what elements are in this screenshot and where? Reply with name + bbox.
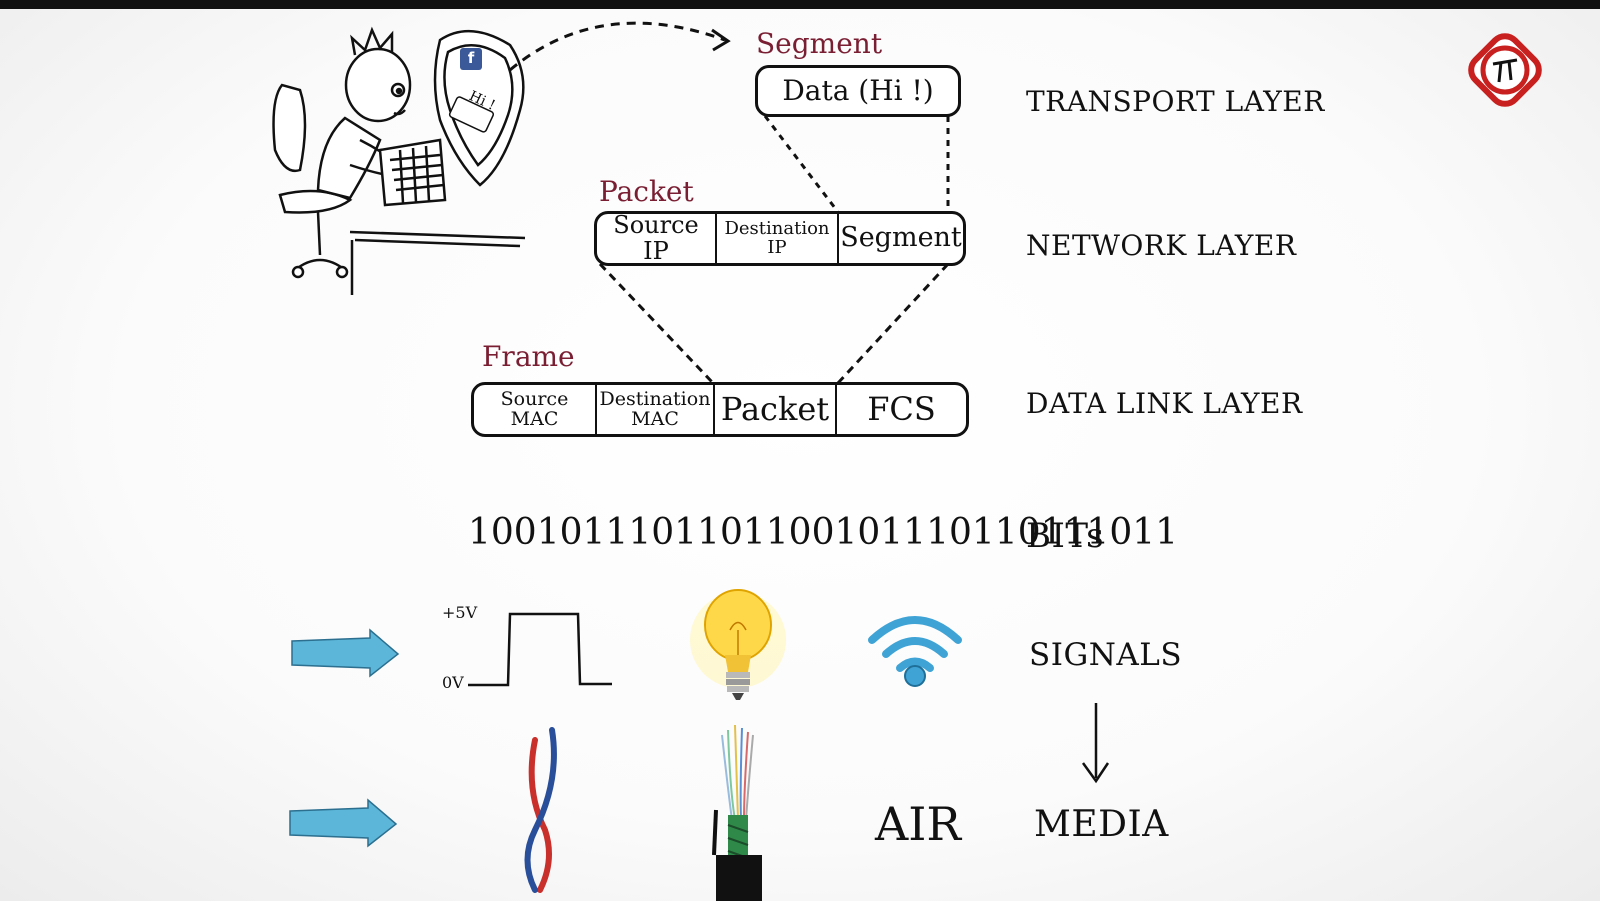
square-wave-signal [468, 612, 612, 687]
frame-packet-field: Packet [715, 385, 837, 434]
frame-source-mac-field: Source MAC [474, 385, 597, 434]
hi-message-bubble [448, 96, 495, 133]
send-arc-arrow [509, 21, 726, 72]
light-bulb-icon [690, 589, 786, 700]
packet-box: Source IP Destination IP Segment [594, 211, 966, 266]
person-at-computer-illustration [272, 26, 526, 295]
signals-to-media-arrowhead [1081, 762, 1110, 784]
wave-high-label: +5V [442, 603, 478, 622]
frame-fcs-field: FCS [867, 389, 936, 428]
wave-low-label: 0V [442, 673, 464, 692]
bit-string: 1001011101101100101110110111011 [468, 512, 1179, 553]
segment-data-field: Data (Hi !) [782, 74, 934, 108]
layer-transport: TRANSPORT LAYER [1026, 85, 1325, 118]
layer-signals: SIGNALS [1029, 637, 1183, 673]
fiber-optic-cable-image [712, 724, 762, 901]
segment-box: Data (Hi !) [755, 65, 961, 117]
layer-datalink: DATA LINK LAYER [1026, 387, 1303, 420]
wifi-icon [868, 616, 962, 672]
layer-media: MEDIA [1034, 804, 1169, 845]
channel-logo [1468, 33, 1542, 107]
packet-segment-field: Segment [840, 222, 962, 254]
send-arc-arrowhead [711, 28, 731, 52]
frame-box: Source MAC Destination MAC Packet FCS [471, 382, 969, 437]
layer-network: NETWORK LAYER [1026, 229, 1297, 262]
packet-source-ip-field: Source IP [597, 213, 717, 263]
packet-to-frame-left-line [598, 262, 715, 385]
packet-destination-ip-field: Destination IP [717, 214, 839, 263]
packet-to-frame-right-line [836, 262, 950, 385]
facebook-icon [460, 48, 482, 70]
twisted-pair-cable-image [524, 727, 557, 893]
signals-blue-arrow [291, 628, 400, 678]
segment-to-packet-left-line [763, 115, 840, 213]
segment-title: Segment [756, 27, 883, 60]
packet-title: Packet [599, 175, 694, 208]
facebook-badge-letter: f [467, 49, 475, 67]
media-air-label: AIR [875, 797, 962, 851]
frame-destination-mac-field: Destination MAC [597, 385, 715, 434]
media-blue-arrow [289, 798, 398, 848]
video-top-bar [0, 0, 1600, 9]
layer-bits: BITs [1026, 516, 1105, 556]
frame-title: Frame [482, 340, 575, 373]
